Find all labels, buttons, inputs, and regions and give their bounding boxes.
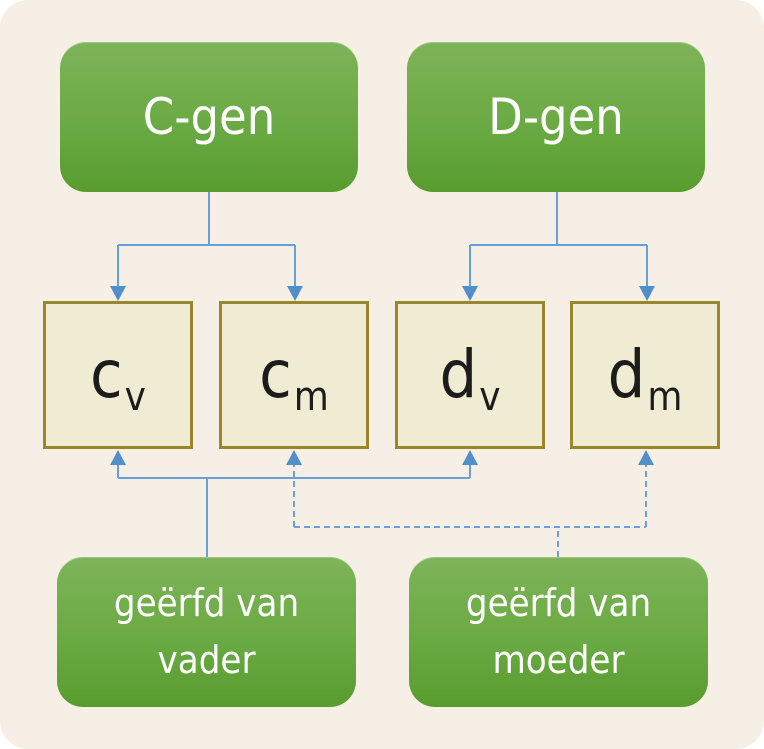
source-vader-line2: vader bbox=[157, 638, 256, 682]
arrowhead-down-cm bbox=[287, 286, 303, 301]
edge-dgen-to-alleles bbox=[469, 192, 648, 287]
gene-box-d-label: D-gen bbox=[488, 88, 624, 146]
allele-cv-subscript: v bbox=[124, 374, 146, 420]
allele-box-dv: d v bbox=[395, 301, 545, 449]
allele-cv-base: c bbox=[90, 336, 123, 413]
allele-box-dm: d m bbox=[570, 301, 720, 449]
source-vader-line1: geërfd van bbox=[113, 581, 300, 625]
source-box-moeder: geërfd van moeder bbox=[409, 557, 708, 707]
allele-cm-base: c bbox=[259, 336, 292, 413]
allele-dm-base: d bbox=[607, 336, 646, 413]
allele-cm-subscript: m bbox=[293, 374, 329, 420]
arrowhead-up-dm bbox=[638, 450, 654, 465]
gene-box-c-label: C-gen bbox=[142, 88, 276, 146]
arrowhead-up-cm bbox=[286, 450, 302, 465]
allele-box-cv: c v bbox=[43, 301, 193, 449]
allele-dm-subscript: m bbox=[647, 374, 683, 420]
allele-box-cm: c m bbox=[219, 301, 369, 449]
gene-box-c: C-gen bbox=[60, 42, 358, 192]
allele-dv-subscript: v bbox=[479, 374, 501, 420]
edge-vader-to-alleles bbox=[117, 464, 471, 557]
arrowhead-down-dm bbox=[639, 286, 655, 301]
arrowhead-up-dv bbox=[462, 450, 478, 465]
source-box-vader: geërfd van vader bbox=[57, 557, 356, 707]
arrowhead-down-cv bbox=[110, 286, 126, 301]
source-moeder-line1: geërfd van bbox=[465, 581, 652, 625]
gene-box-d: D-gen bbox=[407, 42, 705, 192]
allele-dv-base: d bbox=[439, 336, 478, 413]
arrowhead-up-cv bbox=[110, 450, 126, 465]
edge-cgen-to-alleles bbox=[117, 192, 296, 287]
edge-moeder-to-alleles bbox=[293, 464, 647, 557]
source-moeder-line2: moeder bbox=[492, 638, 625, 682]
arrowhead-down-dv bbox=[462, 286, 478, 301]
